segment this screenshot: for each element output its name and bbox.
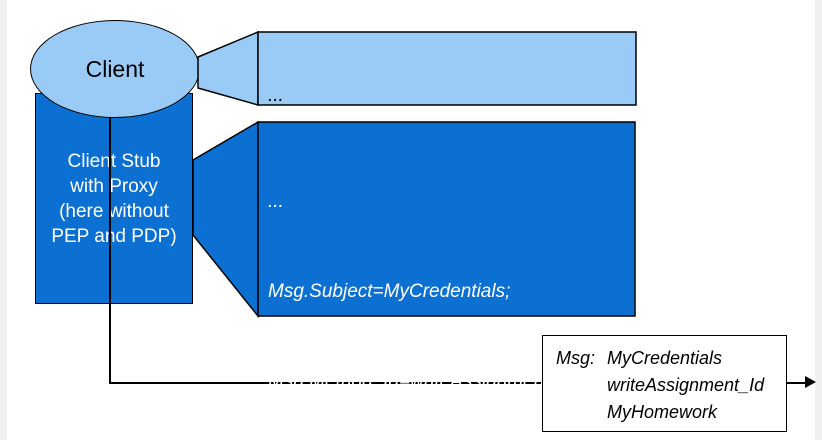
message-box-label: Msg:	[556, 348, 596, 368]
right-edge-strip	[815, 0, 822, 440]
client-label: Client	[85, 55, 145, 82]
message-value: MyHomework	[607, 402, 718, 422]
client-stub-label-line: Client Stub	[67, 150, 161, 172]
code-line: ...	[268, 191, 284, 212]
client-code-callout-pointer	[197, 30, 259, 106]
client-to-flow-connector-line	[109, 117, 111, 383]
message-value: writeAssignment_Id	[607, 375, 765, 395]
message-flow-line	[109, 382, 807, 384]
client-code-callout-shape	[197, 30, 637, 106]
message-value: MyCredentials	[607, 348, 723, 368]
code-line: ...	[268, 85, 284, 106]
message-box-values: MyCredentials writeAssignment_Id MyHomew…	[607, 345, 764, 431]
stub-code-callout-body	[257, 121, 636, 317]
client-stub-label: Client Stub with Proxy (here without PEP…	[51, 149, 176, 249]
client-code-callout-body	[257, 31, 637, 106]
code-line: Msg.Subject=MyCredentials;	[268, 281, 511, 302]
client-stub-label-line: with Proxy	[70, 175, 158, 197]
message-flow-arrowhead-icon	[805, 376, 816, 388]
stub-code-callout-pointer	[192, 120, 259, 319]
code-line: Msg.Method_Id=writeAssignment_Id;	[268, 371, 582, 392]
client-ellipse: Client	[30, 20, 200, 118]
message-box: Msg: MyCredentials writeAssignment_Id My…	[542, 335, 787, 432]
client-stub-label-line: (here without	[59, 200, 169, 222]
stub-code-text: ... Msg.Subject=MyCredentials; Msg.Metho…	[268, 127, 581, 440]
client-stub-label-line: PEP and PDP)	[51, 225, 177, 247]
client-stub-box: Client Stub with Proxy (here without PEP…	[35, 93, 193, 304]
left-edge-strip	[0, 0, 7, 440]
stub-code-callout-shape	[192, 120, 636, 319]
